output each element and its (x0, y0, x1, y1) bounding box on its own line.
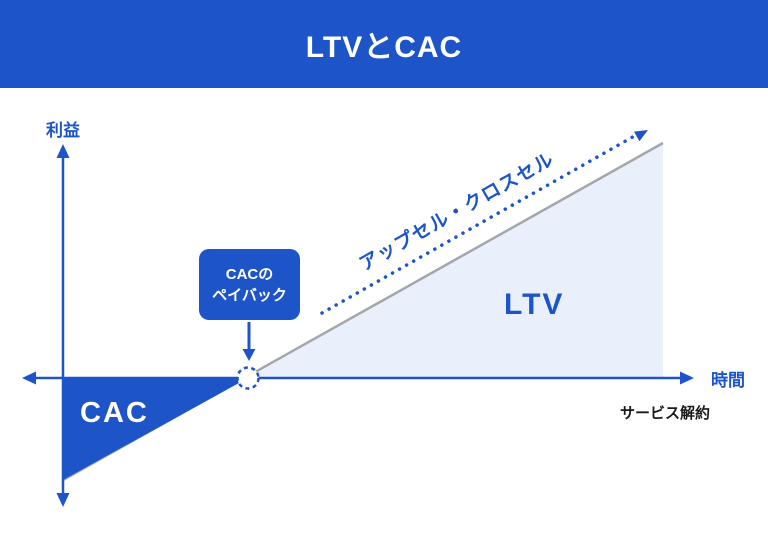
page-title: LTVとCAC (305, 31, 463, 64)
cac-area-label: CAC (80, 397, 149, 429)
cac-area-shape (63, 378, 248, 480)
payback-arrowhead-icon (242, 349, 256, 361)
y-axis-down-arrow-icon (56, 493, 70, 507)
y-axis-up-arrow-icon (56, 144, 70, 158)
x-axis-right-arrow-icon (680, 371, 694, 385)
upsell-arrowhead-icon (634, 130, 648, 142)
cac-payback-line1: CACの (225, 265, 274, 283)
x-axis-label: 時間 (711, 371, 745, 390)
service-churn-label: サービス解約 (619, 405, 710, 422)
ltv-area-label: LTV (504, 288, 565, 321)
payback-point-circle (236, 366, 260, 390)
cac-payback-callout: CACの ペイバック (199, 249, 300, 320)
y-axis-label: 利益 (46, 121, 80, 140)
header-banner: LTVとCAC (0, 0, 768, 88)
cac-payback-line2: ペイバック (212, 286, 287, 304)
x-axis-left-arrow-icon (22, 371, 36, 385)
